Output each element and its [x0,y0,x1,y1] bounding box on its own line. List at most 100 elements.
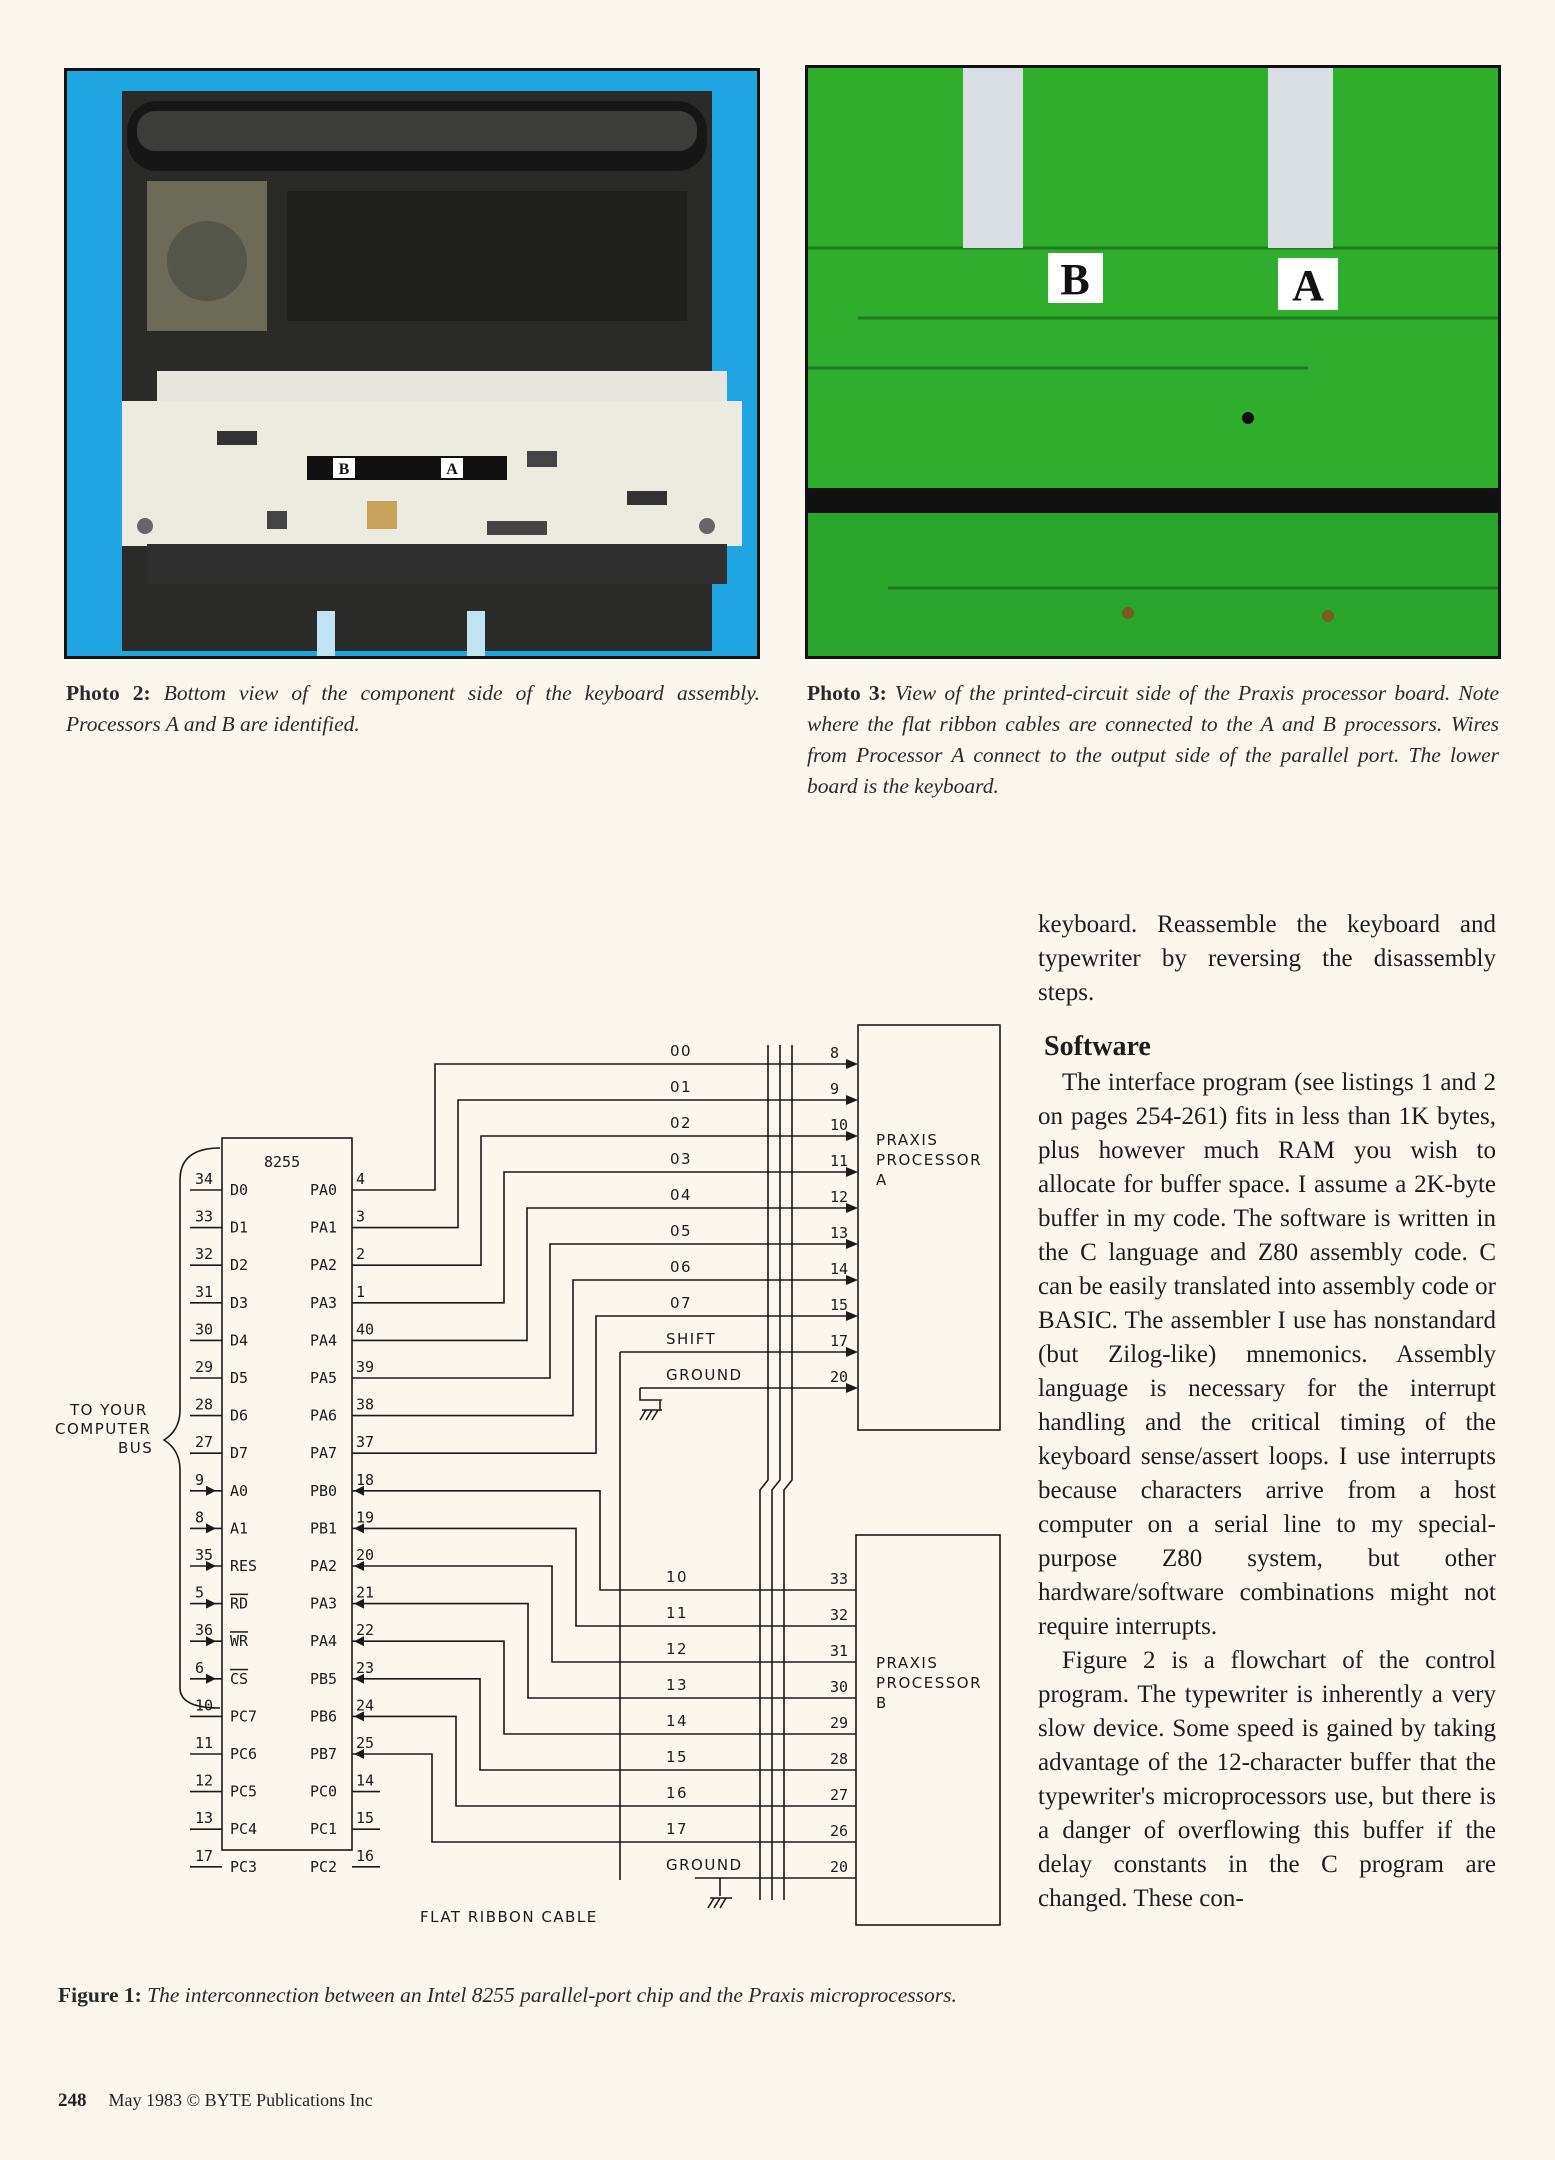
processor-a-pin: 8 [830,1044,839,1062]
signal-a-label: 00 [670,1042,692,1060]
right-pin-number: 3 [356,1208,365,1226]
processor-a-pin: 20 [830,1368,848,1386]
section-heading: Software [1044,1031,1151,1062]
signal-b-label: 13 [666,1676,688,1694]
left-pin-number: 36 [195,1621,213,1639]
right-pin-arrow [354,1561,364,1571]
wire-b [380,1602,856,1699]
signal-a-label: 02 [670,1114,692,1132]
signal-a-label: 07 [670,1294,692,1312]
wire-b [380,1677,856,1771]
left-pin-number: 31 [195,1283,213,1301]
right-pin-name: PB1 [310,1519,337,1537]
wire-a-arrow [846,1203,858,1213]
processor-a-label-1: PRAXIS [876,1131,938,1149]
processor-b-pin: 30 [830,1678,848,1696]
photo-3-caption: Photo 3: View of the printed-circuit sid… [807,678,1499,802]
left-pin-arrow [206,1673,216,1684]
processor-a-label-3: A [876,1171,888,1189]
photo2-label-a: A [446,461,458,478]
photo3-label-a: A [1292,261,1324,310]
left-pin-number: 27 [195,1433,213,1451]
right-pin-name: PA7 [310,1444,337,1462]
wire-b [380,1715,856,1807]
signal-b-label: 17 [666,1820,688,1838]
page-number: 248 [58,2090,87,2111]
wire-a-arrow [846,1059,858,1069]
bus-label-line-1: TO YOUR [69,1401,148,1419]
left-pin-name: PC4 [230,1820,257,1838]
right-pin-number: 18 [356,1471,374,1489]
right-pin-name: PA6 [310,1407,337,1425]
right-pin-name: PA1 [310,1219,337,1237]
caption-label: Figure 1: [58,1983,142,2007]
chip-outline [221,1137,353,1851]
left-pin-name: PC6 [230,1745,257,1763]
wire-a-arrow [846,1311,858,1321]
right-pin-arrow [354,1523,364,1534]
processor-b-pin: 31 [830,1642,848,1660]
caption-text: The interconnection between an Intel 825… [147,1983,957,2007]
left-pin-arrow [206,1598,216,1609]
processor-a-pin: 13 [830,1224,848,1242]
wire-b [380,1527,856,1627]
processor-a-outline [857,1024,1001,1431]
left-pin-name: D2 [230,1256,248,1274]
wire-a [380,1099,852,1229]
right-pin-number: 24 [356,1696,374,1714]
left-pin-arrow [206,1636,216,1647]
wire-b [380,1489,856,1591]
right-pin-arrow [354,1673,364,1684]
wire-a [380,1207,852,1342]
right-pin-number: 21 [356,1584,374,1602]
processor-b-label-1: PRAXIS [876,1654,938,1672]
signal-b-label: 15 [666,1748,688,1766]
processor-b-label-2: PROCESSOR [876,1674,982,1692]
right-pin-name: PB7 [310,1745,337,1763]
right-pin-name: PA5 [310,1369,337,1387]
processor-a-pin: 14 [830,1260,848,1278]
wire-a-arrow [846,1131,858,1141]
left-pin-group: 34D033D132D231D330D429D528D627D79A08A135… [190,1170,257,1876]
right-pin-number: 2 [356,1245,365,1263]
signal-a-label: 05 [670,1222,692,1240]
left-pin-number: 35 [195,1546,213,1564]
ground-symbol [707,1897,732,1909]
footer-credit: May 1983 © BYTE Publications Inc [108,2090,373,2110]
signal-b-label: 14 [666,1712,688,1730]
processor-b-pin: 33 [830,1570,848,1588]
left-pin-number: 32 [195,1245,213,1263]
figure-1-schematic: 8255 34D033D132D231D330D429D528D627D79A0… [55,1024,1001,1926]
wire-a [380,1315,852,1455]
right-pin-name: PA3 [310,1294,337,1312]
cable-label: FLAT RIBBON CABLE [420,1908,598,1926]
photo-2-caption: Photo 2: Bottom view of the component si… [66,678,760,740]
right-pin-number: 1 [356,1283,365,1301]
signal-b-label: GROUND [666,1856,743,1874]
right-pin-name: PC1 [310,1820,337,1838]
processor-b-outline [855,1534,1001,1926]
processor-a-box: PRAXIS PROCESSOR A [857,1024,1001,1431]
wire-a-arrow [846,1275,858,1285]
caption-text: View of the printed-circuit side of the … [807,681,1499,798]
left-pin-name: A1 [230,1519,248,1537]
left-pin-number: 28 [195,1396,213,1414]
right-pin-number: 16 [356,1847,374,1865]
processor-a-pin: 12 [830,1188,848,1206]
signal-a-label: SHIFT [666,1330,716,1348]
left-pin-number: 29 [195,1358,213,1376]
signal-a-label: 01 [670,1078,692,1096]
signal-b-label: 10 [666,1568,688,1586]
left-pin-number: 33 [195,1208,213,1226]
photo2-label-b: B [339,461,350,478]
right-pin-name: PA2 [310,1557,337,1575]
right-pin-number: 19 [356,1508,374,1526]
left-pin-number: 8 [195,1508,204,1526]
processor-b-label-3: B [876,1694,888,1712]
processor-b-pin: 27 [830,1786,848,1804]
caption-text: Bottom view of the component side of the… [66,681,760,736]
left-pin-number: 11 [195,1734,213,1752]
wire-a [380,1279,852,1417]
left-pin-number: 30 [195,1320,213,1338]
